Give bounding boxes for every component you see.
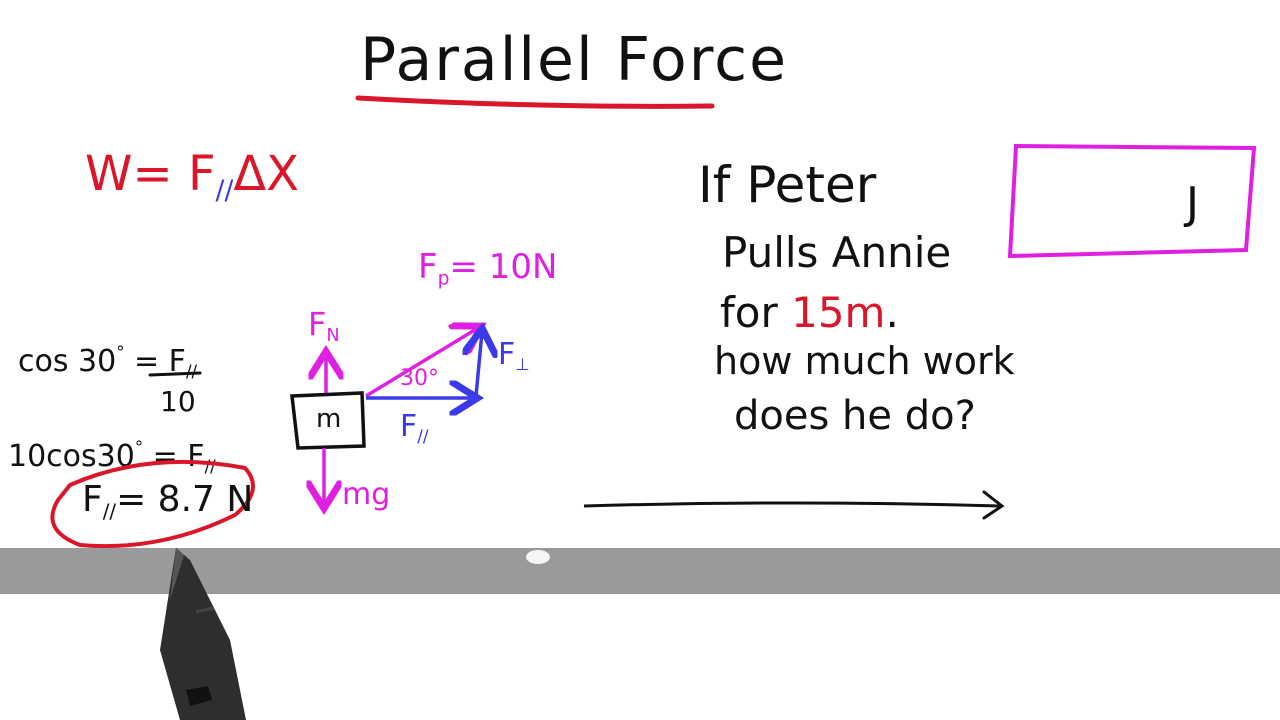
perpendicular-force-sub: ⊥ bbox=[515, 354, 530, 374]
work-formula-lhs: W= F bbox=[85, 146, 216, 202]
cos-equation: cos 30° = F// bbox=[18, 343, 198, 381]
weight-label: mg bbox=[342, 477, 391, 512]
ground-bar-highlight bbox=[526, 550, 550, 564]
question-distance: 15m bbox=[791, 288, 886, 337]
parallel-force-label: F// bbox=[400, 412, 428, 445]
question-line-3: for 15m. bbox=[720, 292, 899, 334]
work-formula-sub: // bbox=[215, 175, 234, 207]
ten-cos-rhs-sub: // bbox=[204, 456, 216, 476]
cos-rhs: = F bbox=[134, 344, 186, 380]
mass-label: m bbox=[316, 404, 342, 434]
degree-sign-2: ° bbox=[134, 438, 144, 457]
ten-cos-rhs: = F bbox=[152, 439, 205, 475]
pull-force-arrow bbox=[365, 328, 478, 398]
question-for: for bbox=[720, 288, 792, 337]
fraction-denominator: 10 bbox=[160, 385, 196, 418]
cos-term: cos 30 bbox=[18, 344, 117, 380]
answer-symbol: F bbox=[82, 479, 103, 520]
perpendicular-force-symbol: F bbox=[498, 337, 516, 372]
normal-force-label: FN bbox=[308, 308, 340, 346]
answer-sub: // bbox=[102, 499, 117, 523]
mass-box bbox=[290, 391, 366, 450]
ten-cos-equation: 10cos30° = F// bbox=[8, 438, 216, 476]
question-line-2: Pulls Annie bbox=[722, 228, 952, 277]
degree-sign: ° bbox=[116, 343, 125, 362]
question-period: . bbox=[885, 288, 899, 337]
work-formula-rhs: ΔX bbox=[233, 146, 300, 202]
ten-cos-term: 10cos30 bbox=[8, 439, 135, 475]
pull-force-sub: p bbox=[437, 268, 450, 290]
question-line-4: how much work bbox=[714, 339, 1015, 383]
pull-force-label: Fp= 10N bbox=[418, 250, 557, 289]
work-formula: W= F//ΔX bbox=[85, 150, 299, 205]
perpendicular-component-arrow bbox=[476, 332, 482, 397]
normal-force-sub: N bbox=[326, 326, 340, 347]
cos-rhs-sub: // bbox=[185, 361, 198, 381]
pull-force-value: = 10N bbox=[449, 247, 558, 287]
parallel-force-sub: // bbox=[417, 426, 429, 446]
normal-force-symbol: F bbox=[308, 305, 327, 343]
answer-unit: J bbox=[1186, 178, 1199, 229]
parallel-force-symbol: F bbox=[400, 409, 418, 444]
page-title: Parallel Force bbox=[360, 25, 789, 95]
question-line-1: If Peter bbox=[698, 156, 877, 214]
perpendicular-force-label: F⊥ bbox=[498, 340, 530, 373]
parallel-force-answer: F//= 8.7 N bbox=[82, 482, 253, 522]
angle-label: 30° bbox=[400, 366, 439, 391]
answer-value: = 8.7 N bbox=[116, 479, 254, 520]
question-line-5: does he do? bbox=[734, 393, 976, 439]
pull-force-symbol: F bbox=[418, 247, 438, 287]
ground-bar bbox=[0, 548, 1280, 594]
